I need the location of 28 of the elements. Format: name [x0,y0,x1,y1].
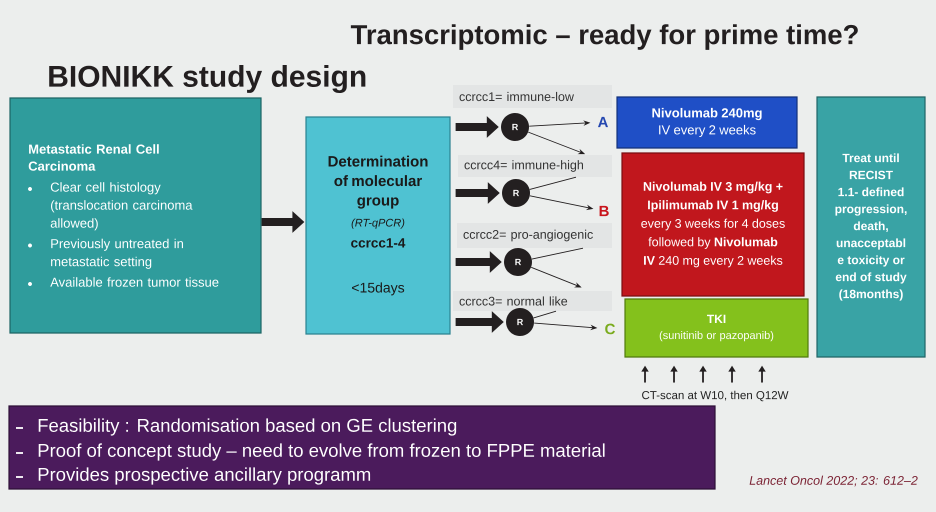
group-band: ccrcc2= pro-angiogenic [457,223,612,248]
slide-title: Transcriptomic – ready for prime time? [350,24,858,50]
treatment-box: TKI (sunitinib or pazopanib) [624,298,809,358]
treatment-box: Nivolumab 240mg IV every 2 weeks [616,96,798,149]
arm-letter: A [598,116,608,128]
group-band: ccrcc4= immune-high [458,155,612,177]
arm-letter: B [600,206,609,216]
eligibility-box [9,97,262,334]
group-band: ccrcc3= normal like [453,291,612,311]
group-band: ccrcc1= immune-low [453,85,612,108]
section-heading: BIONIKK study design [49,64,366,94]
list-item: Available frozen tumor tissue [50,277,218,287]
list-item: Feasibility : Randomisation based on GE clustering [38,418,456,436]
list-item: Proof of concept study – need to evolve from frozen to FPPE material [38,443,605,461]
list-item: Previously untreated in metastatic setting [51,238,183,269]
line [533,310,556,318]
list-item: Clear cell histology (translocation carcinoma allowed) [50,182,193,230]
process-box: Determination of molecular group (RT-qPCR) ccrcc1-4 <15days [305,116,451,335]
outcome-box: Treat until RECIST 1.1- defined progression, death, unacceptabl e toxicity or end of study (18months) [816,96,926,358]
line [529,176,576,190]
summary-box [8,405,716,490]
line [531,248,584,260]
note-text: CT-scan at W10, then Q12W [642,390,788,402]
treatment-box: Nivolumab IV 3 mg/kg + Ipilimumab IV 1 mg/kg every 3 weeks for 4 doses followed by Nivolumab IV 240 mg every 2 weeks [621,152,805,297]
box-heading: Metastatic Renal Cell Carcinoma [28,144,159,171]
arm-letter: C [605,324,615,334]
citation: Lancet Oncol 2022; 23: 612–2 [750,476,918,486]
list-item: Provides prospective ancillary programm [38,467,370,485]
